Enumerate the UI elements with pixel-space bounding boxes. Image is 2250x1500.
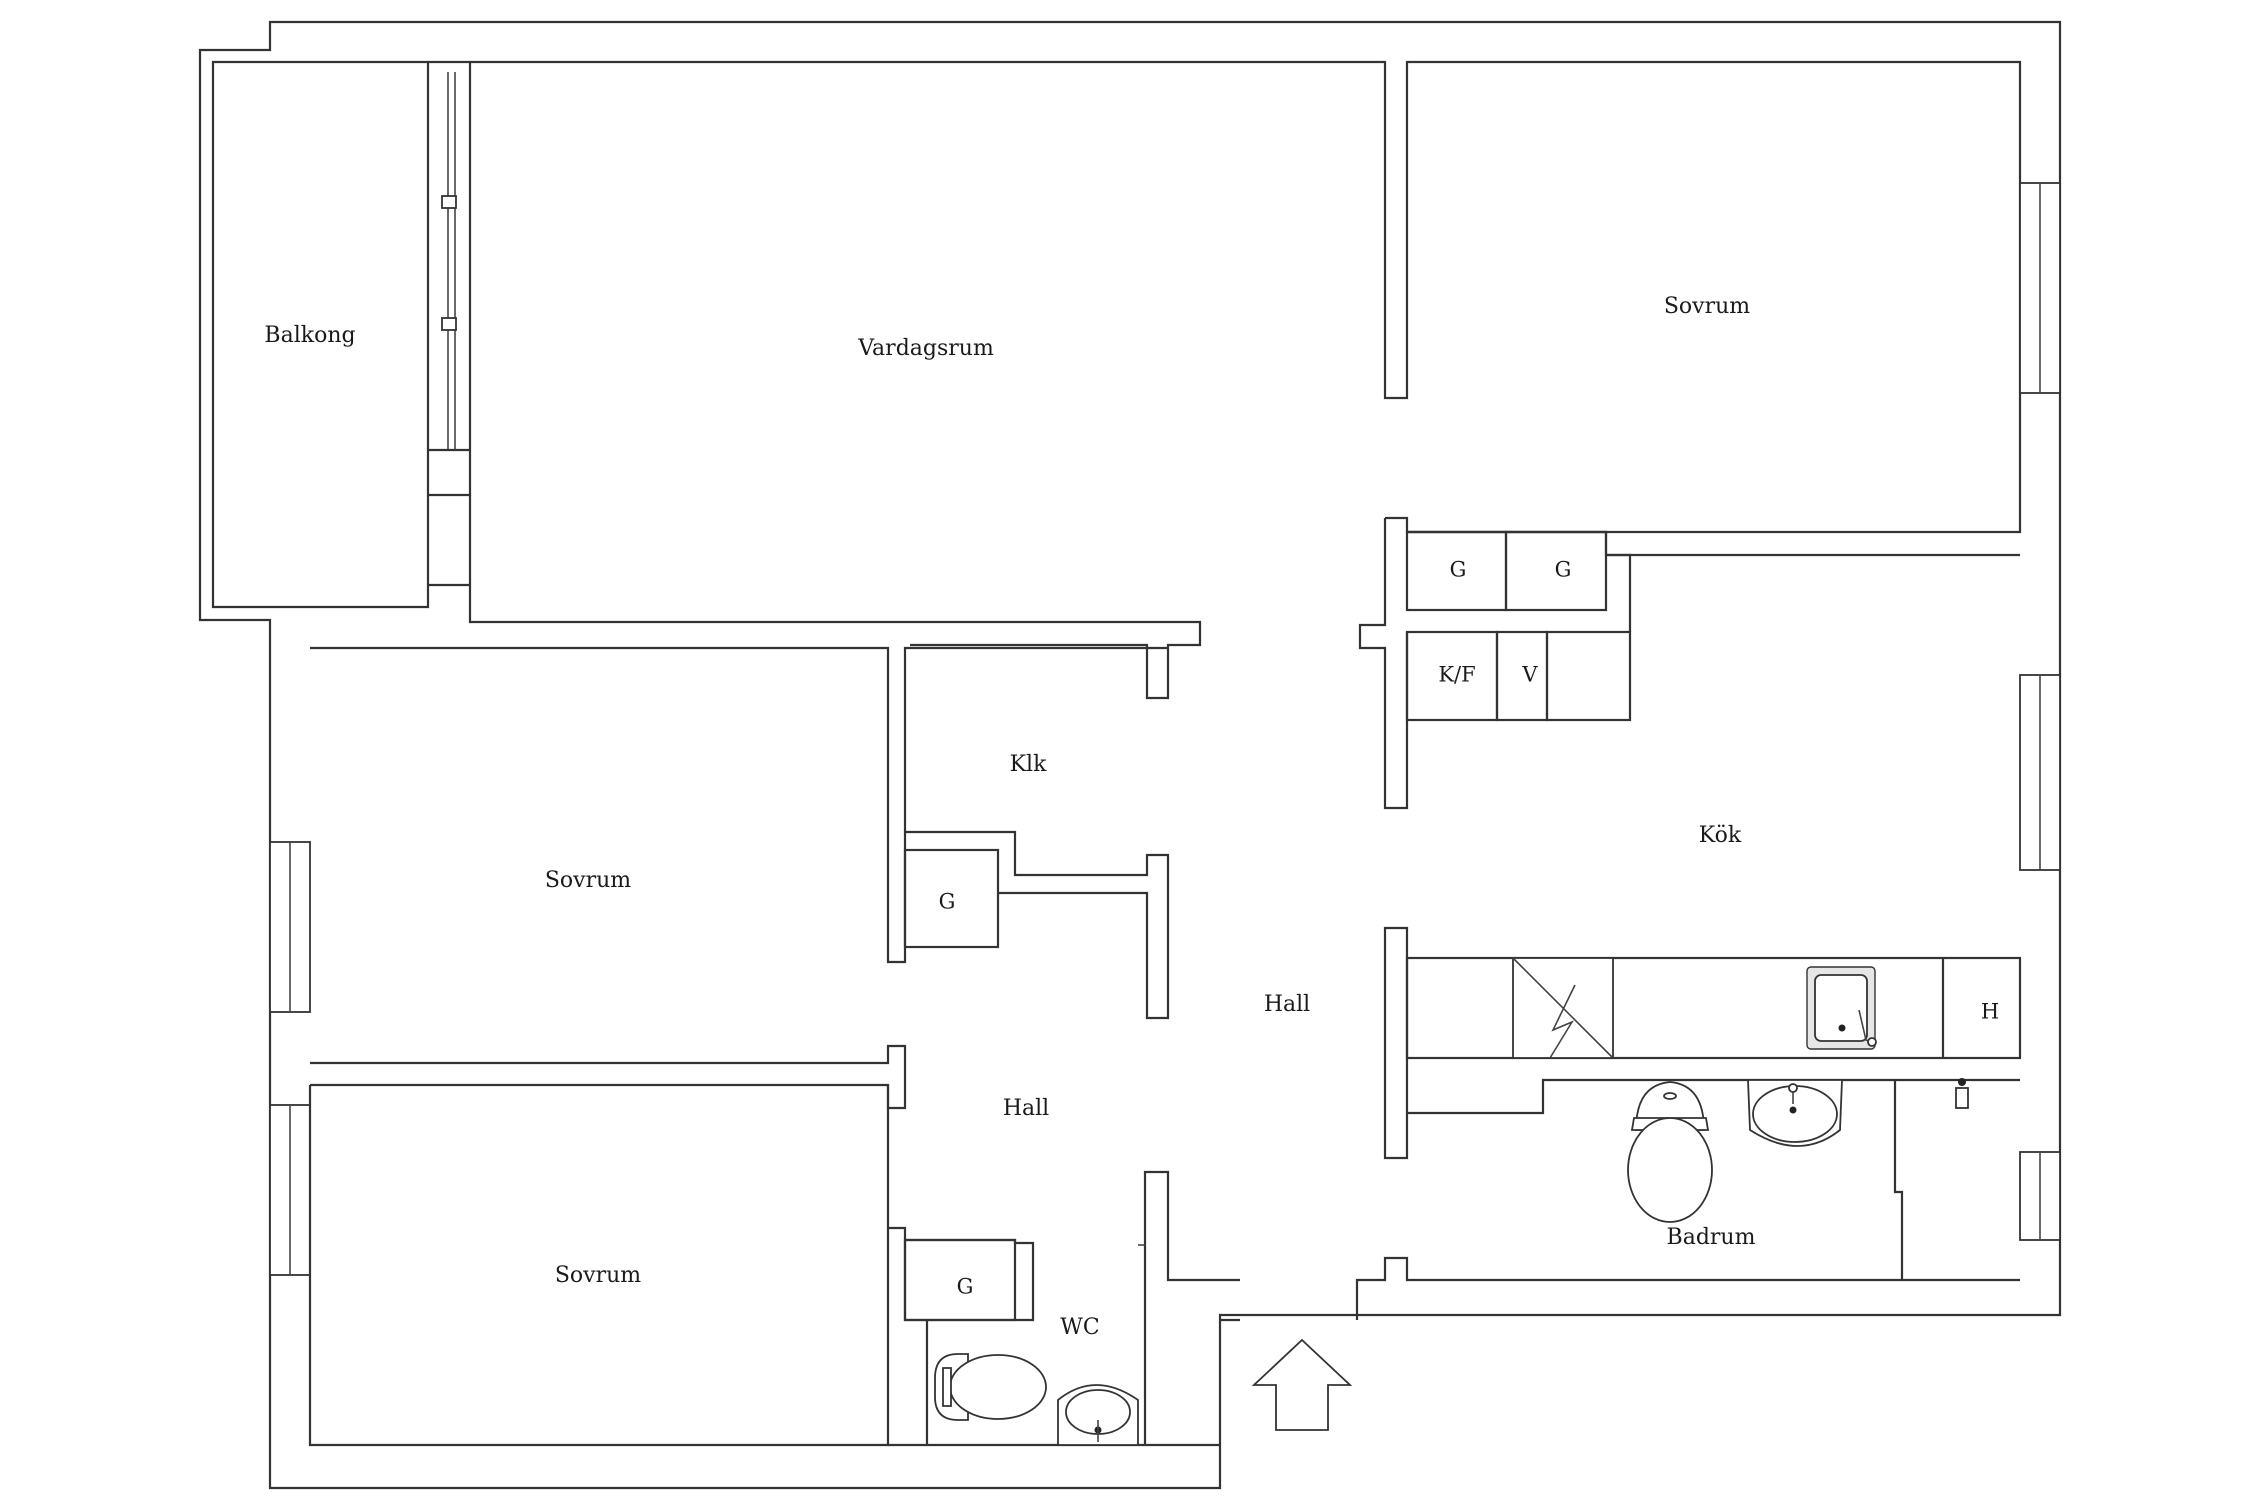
label-storage-g-hall: G <box>939 890 956 914</box>
cabinet-empty <box>1545 630 1632 722</box>
entrance-arrow-icon <box>1251 1338 1353 1431</box>
label-storage-g-1: G <box>1450 558 1467 582</box>
hall-storage-g <box>903 848 1000 949</box>
label-sovrum-bottom: Sovrum <box>555 1263 641 1288</box>
kitchen-stub <box>1383 926 1409 1160</box>
label-klk: Klk <box>1010 752 1047 777</box>
klk-walls <box>905 830 1170 1020</box>
label-badrum: Badrum <box>1667 1225 1756 1250</box>
wc-toilet-icon <box>934 1353 1047 1421</box>
label-cabinet-kf: K/F <box>1438 663 1475 687</box>
outer-wall-outer <box>198 20 2062 1490</box>
vardagsrum-bottom-wall <box>468 495 1202 700</box>
label-wc: WC <box>1060 1315 1099 1340</box>
sovrum-bottom-walls <box>308 1085 890 1447</box>
vardagsrum-walls <box>470 60 2022 534</box>
label-storage-g-2: G <box>1555 558 1572 582</box>
sovrum-middle-bottom <box>310 1044 907 1110</box>
entrance-walls <box>1220 1256 2020 1322</box>
label-cabinet-v: V <box>1521 663 1538 687</box>
balcony-door-jamb <box>428 60 472 497</box>
badrum-walls <box>1407 1078 2020 1115</box>
label-kok: Kök <box>1699 823 1742 848</box>
door-hinge-2 <box>441 317 457 331</box>
washbasin-icon <box>1747 1079 1843 1147</box>
g-right-wall <box>1606 553 1632 632</box>
door-hinge-1 <box>441 195 457 209</box>
label-balkong: Balkong <box>264 323 355 348</box>
wc-washbasin-icon <box>1057 1384 1139 1446</box>
g-cabinets-outline <box>1385 516 2020 557</box>
kitchen-counter <box>1405 956 2022 1060</box>
label-hall-center: Hall <box>1264 992 1310 1017</box>
label-hall-lower: Hall <box>1003 1096 1049 1121</box>
wc-inner <box>925 1170 1240 1445</box>
kitchen-sink-icon <box>1806 966 1877 1050</box>
label-storage-g-wc: G <box>957 1275 974 1299</box>
shower-head-icon <box>1955 1078 1969 1109</box>
stub-wall-1 <box>1358 518 1409 810</box>
inner-perimeter <box>211 60 430 609</box>
badrum-partition <box>1893 1080 1904 1280</box>
sovrum-middle-walls <box>310 646 1168 964</box>
toilet-icon <box>1627 1081 1713 1223</box>
label-cabinet-h: H <box>1981 1000 1999 1024</box>
label-sovrum-top-right: Sovrum <box>1664 294 1750 319</box>
label-vardagsrum: Vardagsrum <box>857 336 994 361</box>
label-sovrum-middle: Sovrum <box>545 868 631 893</box>
stove-icon <box>1512 957 1614 1059</box>
wc-storage-g <box>903 1238 1017 1322</box>
storage-g-2 <box>1504 530 1608 612</box>
